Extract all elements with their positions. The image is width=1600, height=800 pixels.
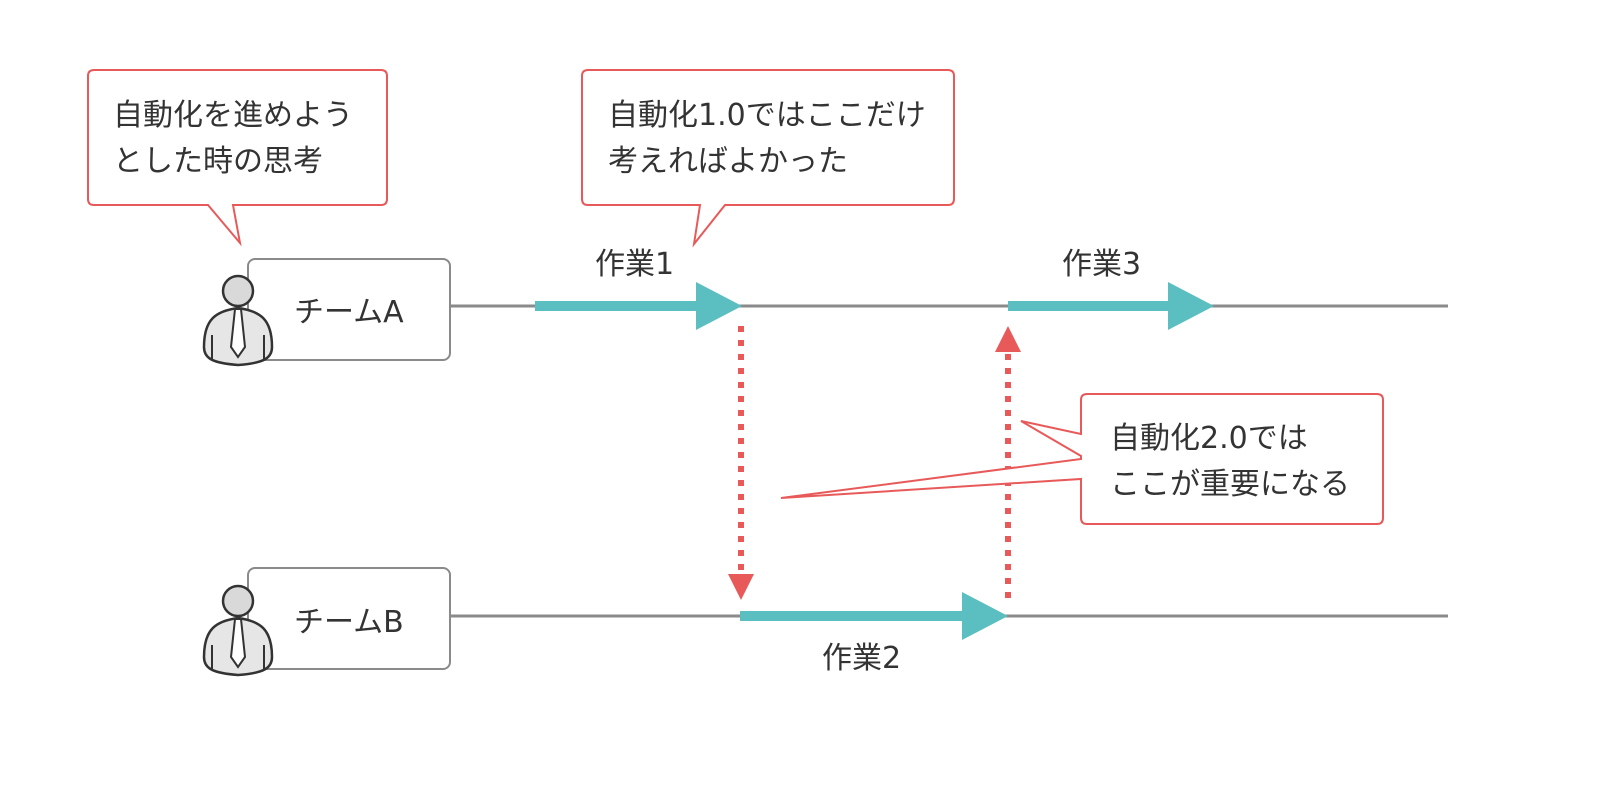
task-arrow-2 <box>740 592 1008 640</box>
task-label-1: 作業1 <box>595 247 674 282</box>
callout-v1-line2: 考えればよかった <box>608 144 848 179</box>
handoff-arrow-down <box>728 326 754 600</box>
team-b-label: チームB <box>294 605 404 640</box>
person-icon <box>202 274 274 367</box>
callout-v2-line1: 自動化2.0では <box>1110 421 1308 456</box>
callout-v2-bubble <box>780 393 1384 525</box>
task-arrow-3 <box>1008 282 1214 330</box>
callout-thinking-bubble <box>87 69 388 247</box>
task-label-2: 作業2 <box>822 641 901 676</box>
team-b-card: チームB <box>202 567 451 677</box>
team-b-box <box>247 567 451 670</box>
callout-v2-line2: ここが重要になる <box>1110 467 1350 502</box>
callout-v2: 自動化2.0では ここが重要になる <box>780 393 1384 525</box>
callout-thinking: 自動化を進めよう とした時の思考 <box>87 69 388 247</box>
callout-v1-bubble <box>581 69 955 248</box>
callout-thinking-line1: 自動化を進めよう <box>113 98 353 133</box>
callout-v1: 自動化1.0ではここだけ 考えればよかった <box>581 69 955 248</box>
task-arrow-1 <box>535 282 742 330</box>
callout-thinking-line2: とした時の思考 <box>113 144 323 179</box>
callout-v1-line1: 自動化1.0ではここだけ <box>608 98 926 133</box>
handoff-arrow-up <box>995 326 1021 598</box>
team-a-label: チームA <box>294 295 404 330</box>
person-icon <box>202 584 274 677</box>
task-label-3: 作業3 <box>1062 247 1141 282</box>
team-a-card: チームA <box>202 258 451 367</box>
